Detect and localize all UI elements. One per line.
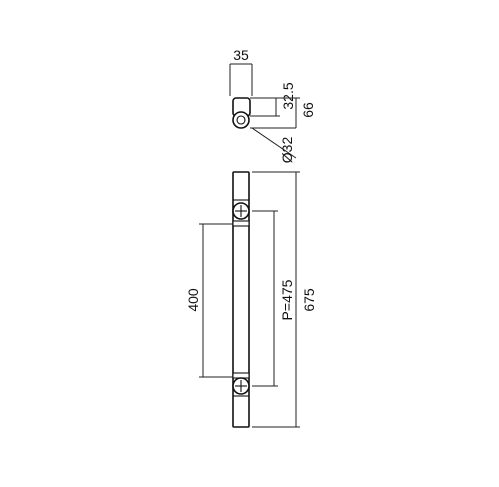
diameter-label: Ø32 — [279, 137, 295, 164]
handle-bar — [232, 171, 250, 428]
pitch-dimension: P=475 — [252, 210, 295, 387]
overall-length-dimension: 675 — [252, 171, 317, 428]
grip-length-dimension: 400 — [185, 223, 233, 378]
overall-length-label: 675 — [301, 288, 317, 312]
front-view — [232, 171, 250, 428]
grip-length-label: 400 — [185, 288, 201, 312]
top-depth-label: 66 — [300, 102, 316, 118]
top-width-label: 35 — [233, 47, 249, 63]
top-height-label: 32.5 — [280, 82, 296, 109]
pitch-label: P=475 — [279, 279, 295, 320]
top-view-tube-inner — [236, 115, 246, 125]
top-view: 35 32.5 66 Ø32 — [229, 47, 316, 164]
